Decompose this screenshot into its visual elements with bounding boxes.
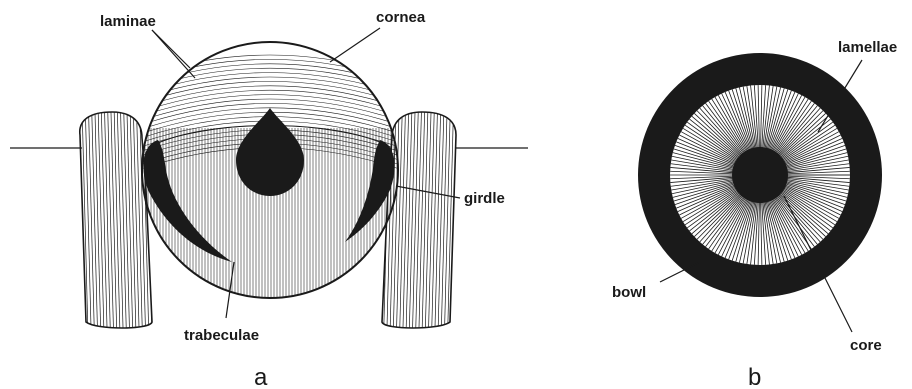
scale-striation (432, 105, 438, 335)
scale-striation (422, 105, 428, 335)
laminae-label: laminae (100, 13, 156, 30)
scale-striation (435, 105, 441, 335)
scale-striation (152, 105, 158, 335)
scale-striation (400, 105, 406, 335)
lamellae-label: lamellae (838, 39, 897, 56)
scale-striation (454, 105, 460, 335)
trabeculae-label: trabeculae (184, 327, 259, 344)
scale-striation (95, 105, 101, 335)
laminae-leader-2 (152, 30, 195, 78)
scale-striation (133, 105, 139, 335)
cornea-leader (330, 28, 380, 62)
bowl-label: bowl (612, 284, 646, 301)
panel-a-label: a (254, 364, 268, 389)
core-disc (732, 147, 788, 203)
scale-striation (406, 105, 412, 335)
core-label: core (850, 337, 882, 354)
scale-striation (108, 105, 114, 335)
girdle-leader (396, 186, 460, 198)
panel-b-illustration: lamellae bowl core b (612, 39, 897, 389)
scale-striation (124, 105, 130, 335)
scale-striation (117, 105, 123, 335)
scale-striation (114, 105, 120, 335)
scale-striation (425, 105, 431, 335)
scale-striation (403, 105, 409, 335)
scale-striation (120, 105, 126, 335)
scale-striation (127, 105, 133, 335)
scale-striation (92, 105, 98, 335)
scale-striation (111, 105, 117, 335)
scale-striation (98, 105, 104, 335)
scale-striation (438, 105, 444, 335)
girdle-left (143, 140, 232, 262)
scale-striation (444, 105, 450, 335)
panel-a-illustration: laminae cornea girdle trabeculae a (10, 9, 528, 389)
scale-striation (409, 105, 415, 335)
scale-striation (88, 105, 94, 335)
panel-b-label: b (748, 364, 761, 389)
scale-striation (441, 105, 447, 335)
scale-striation (412, 105, 418, 335)
cornea-label: cornea (376, 9, 426, 26)
scale-striation (130, 105, 136, 335)
scale-striation (104, 105, 110, 335)
scale-striation (419, 105, 425, 335)
central-drop (236, 108, 304, 196)
scale-striation (101, 105, 107, 335)
scale-striation (416, 105, 422, 335)
scale-striation (396, 105, 402, 335)
girdle-label: girdle (464, 190, 505, 207)
scale-striation (428, 105, 434, 335)
